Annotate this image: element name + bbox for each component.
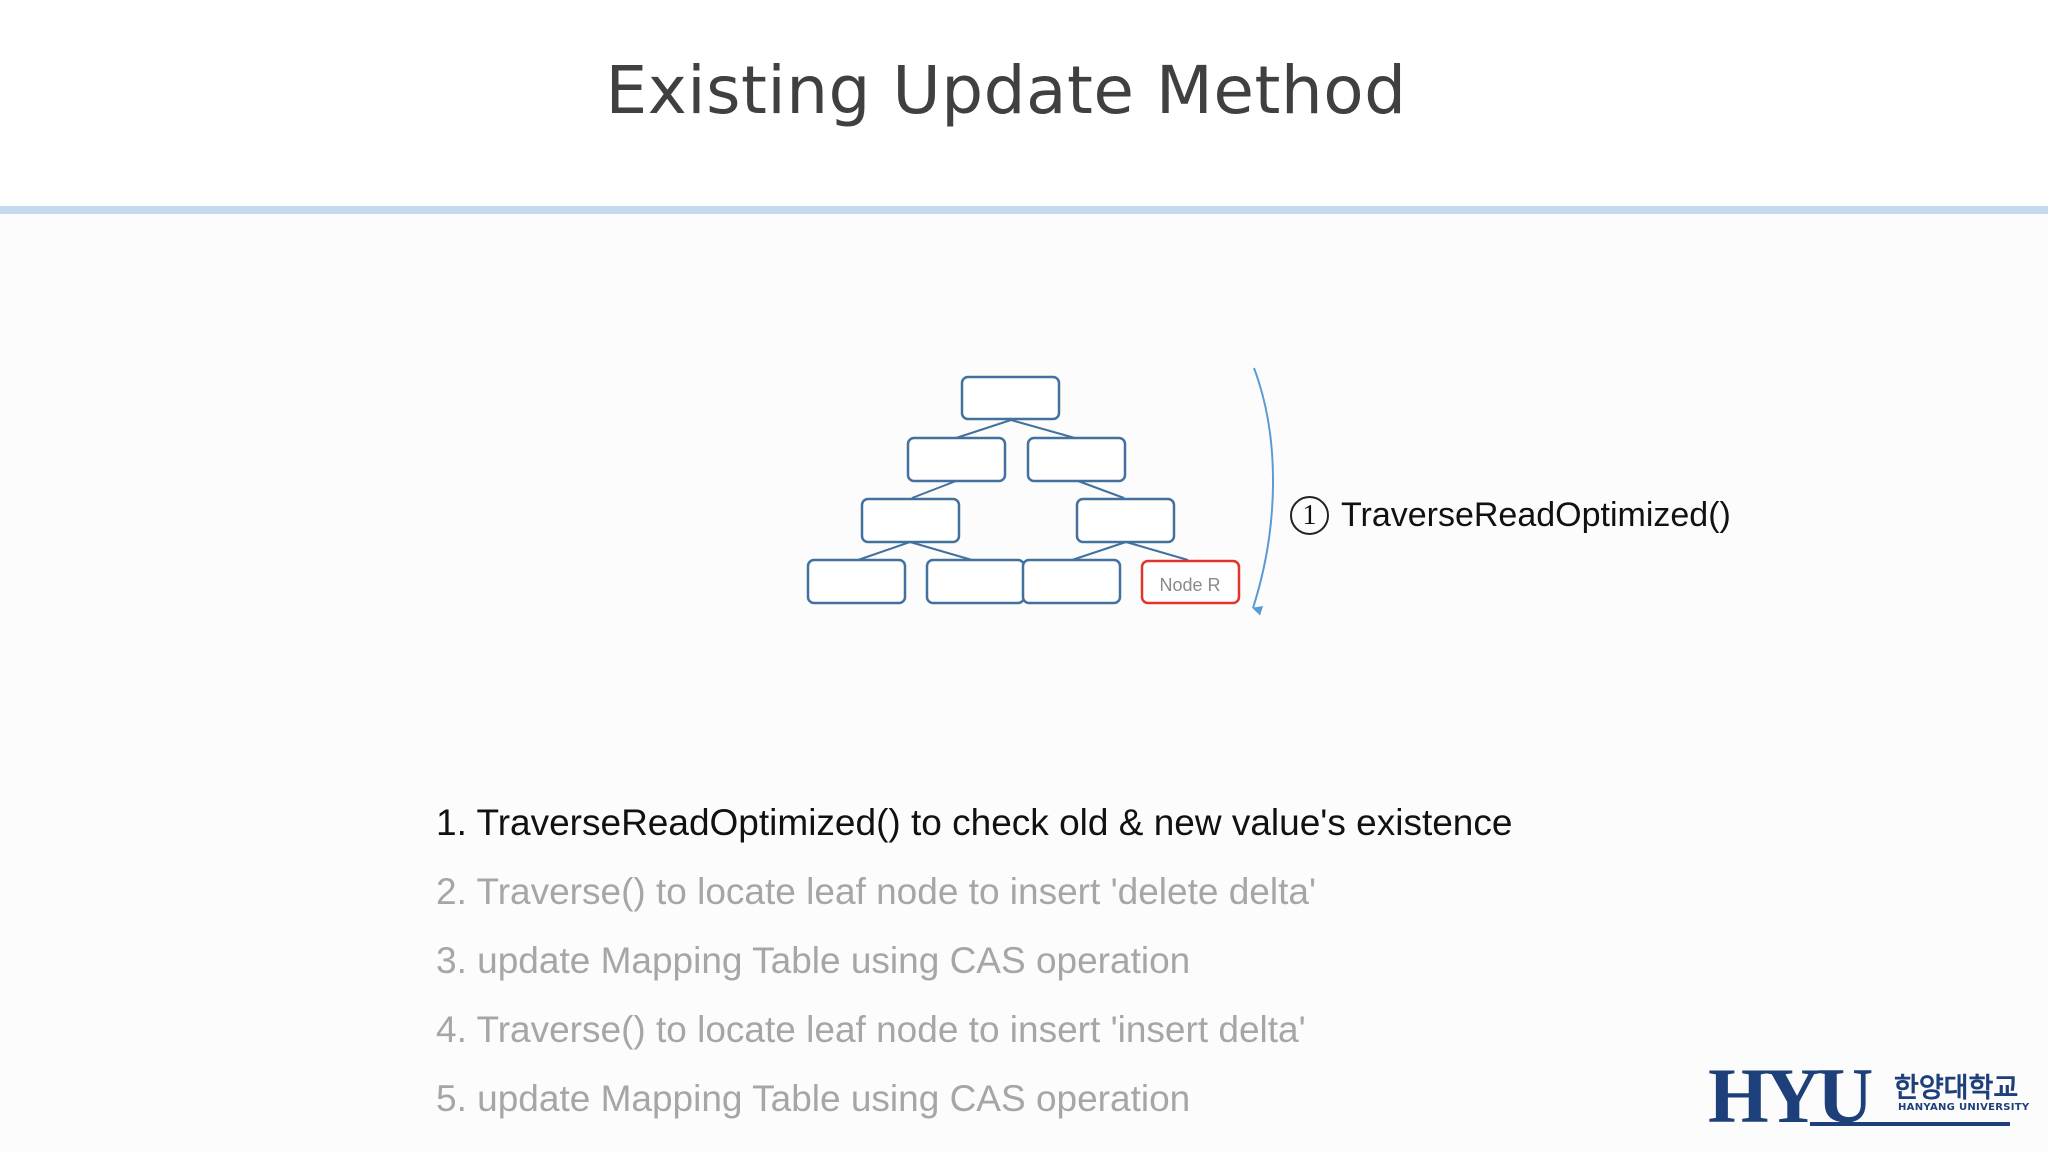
edge-l2b-leaf3 bbox=[1071, 541, 1127, 561]
edge-l1-left bbox=[911, 480, 957, 499]
tree-leaf-3 bbox=[1021, 558, 1122, 605]
step-label-text: TraverseReadOptimized() bbox=[1341, 496, 1731, 534]
node-r-label: Node R bbox=[1159, 575, 1220, 595]
tree-node-root bbox=[960, 375, 1061, 421]
university-logo: HYU 한양대학교 HANYANG UNIVERSITY bbox=[1708, 1052, 2029, 1139]
step-item-1: 1. TraverseReadOptimized() to check old … bbox=[436, 802, 1513, 843]
tree-node-l2-right bbox=[1075, 497, 1176, 544]
slide-title: Existing Update Method bbox=[605, 52, 1407, 129]
step-item-3: 3. update Mapping Table using CAS operat… bbox=[436, 940, 1191, 981]
step-item-5: 5. update Mapping Table using CAS operat… bbox=[436, 1078, 1191, 1119]
step-item-2: 2. Traverse() to locate leaf node to ins… bbox=[436, 871, 1317, 912]
tree-leaf-2 bbox=[925, 558, 1026, 605]
logo-english-name: HANYANG UNIVERSITY bbox=[1898, 1102, 2030, 1113]
edge-l2a-leaf2 bbox=[909, 541, 973, 561]
slide-header: Existing Update Method bbox=[0, 0, 2048, 206]
traversal-step-label: 1 TraverseReadOptimized() bbox=[1290, 496, 1731, 535]
tree-node-l2-left bbox=[860, 497, 961, 544]
step-item-4: 4. Traverse() to locate leaf node to ins… bbox=[436, 1009, 1306, 1050]
logo-korean-name: 한양대학교 bbox=[1894, 1073, 2019, 1104]
step-number-circle: 1 bbox=[1290, 496, 1329, 535]
traversal-arrow bbox=[1252, 367, 1274, 616]
edge-l2b-leaf4 bbox=[1125, 541, 1189, 561]
tree-edges bbox=[857, 419, 1189, 561]
tree-node-r bbox=[1140, 559, 1241, 605]
header-divider bbox=[0, 206, 2048, 214]
tree-leaf-1 bbox=[806, 558, 907, 605]
tree-node-l1-right bbox=[1026, 436, 1127, 483]
edge-root-left bbox=[955, 419, 1012, 439]
edge-l2a-leaf1 bbox=[857, 541, 911, 561]
edge-root-right bbox=[1010, 419, 1076, 439]
tree-node-l1-left bbox=[906, 436, 1007, 483]
edge-l1-right bbox=[1077, 480, 1125, 499]
logo-underline bbox=[1810, 1122, 2010, 1126]
btree-diagram: Node R bbox=[806, 367, 1274, 616]
step-list: 1. TraverseReadOptimized() to check old … bbox=[436, 788, 1512, 1133]
logo-mark: HYU bbox=[1708, 1052, 1873, 1139]
